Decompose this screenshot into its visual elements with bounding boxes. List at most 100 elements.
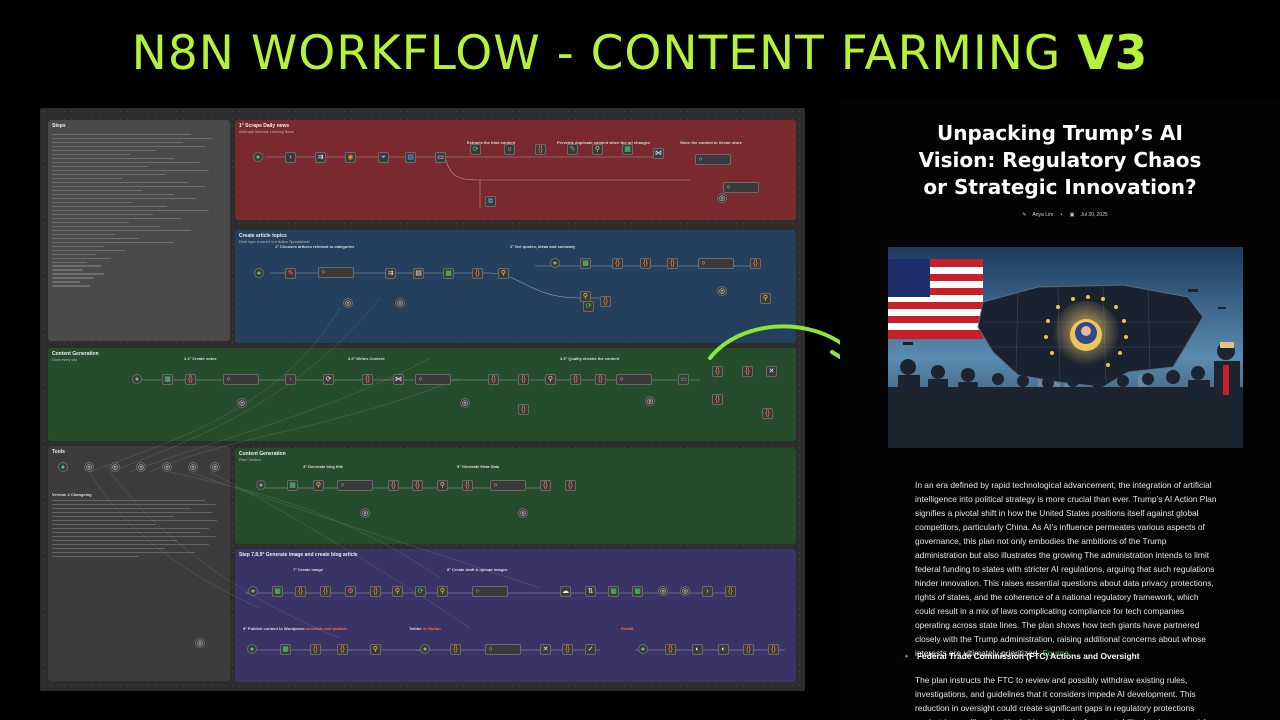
loop-node[interactable]: ⧉ (485, 196, 496, 207)
model-title-node[interactable]: ◎ (360, 508, 370, 518)
sticky-content-generation-2[interactable]: Content Generation Post Creation 4° Gene… (235, 448, 796, 544)
img-openai-node[interactable]: ⚙ (345, 586, 356, 597)
set5-node[interactable]: {} (600, 296, 611, 307)
sticky-article-topics[interactable]: Create article topics Each topic is save… (235, 230, 796, 343)
model-summary-node[interactable]: ◎ (717, 286, 727, 296)
content-set5-node[interactable]: {} (570, 374, 581, 385)
content-set-node[interactable]: {} (185, 374, 196, 385)
pub-if-node[interactable]: ⚲ (370, 644, 381, 655)
img-merge-node[interactable]: ⟳ (415, 586, 426, 597)
tool-4-node[interactable]: ◎ (136, 462, 146, 472)
wait-node[interactable]: ◎ (195, 638, 205, 648)
source-link[interactable]: Source (1042, 648, 1069, 658)
tw-x-node[interactable]: ✕ (540, 644, 551, 655)
pub-trigger-node[interactable]: ● (247, 644, 257, 654)
sticky-content-generation[interactable]: Content Generation Once every day 3.1° C… (48, 348, 796, 441)
post-set2-node[interactable]: {} (412, 480, 423, 491)
tw-http-node[interactable]: ⬡ (485, 644, 521, 655)
if-node[interactable]: ⚲ (592, 144, 603, 155)
content-set9-node[interactable]: {} (712, 394, 723, 405)
workflow-canvas[interactable]: Steps 1° Scrape Daily news Anthropic Mac… (40, 108, 805, 691)
split-topics-node[interactable]: ⇉ (385, 268, 396, 279)
notion-node[interactable]: ▦ (443, 268, 454, 279)
rd-node[interactable]: ◐ (692, 644, 703, 655)
content-if-node[interactable]: ⚲ (545, 374, 556, 385)
tw-check-node[interactable]: ✓ (585, 644, 596, 655)
limit-node[interactable]: ▭ (435, 152, 446, 163)
img-upload-node[interactable]: ☁ (560, 586, 571, 597)
rd-trigger-node[interactable]: ● (638, 644, 648, 654)
default-loader-node[interactable]: ⬡ (723, 182, 759, 193)
content-merge-node[interactable]: ⋈ (393, 374, 404, 385)
img-http-node[interactable]: ⇅ (585, 586, 596, 597)
trigger-node[interactable]: ● (253, 152, 263, 162)
content-set10-node[interactable]: {} (762, 408, 773, 419)
ai-agent-draft-node[interactable]: ⬡ (472, 586, 508, 597)
tw-set2-node[interactable]: {} (562, 644, 573, 655)
http-node[interactable]: ⟳ (470, 144, 481, 155)
edit-node[interactable]: ✎ (567, 144, 578, 155)
post-trigger-node[interactable]: ● (256, 480, 266, 490)
post-set5-node[interactable]: {} (565, 480, 576, 491)
trigger2-node[interactable]: ● (550, 258, 560, 268)
ai-agent-summary-node[interactable]: ⬡ (698, 258, 734, 269)
sticky-generate-images[interactable]: Step 7,8,9° Generate image and create bl… (235, 549, 796, 682)
model-notes-node[interactable]: ◎ (237, 398, 247, 408)
content-set8-node[interactable]: {} (742, 366, 753, 377)
post-if2-node[interactable]: ⚲ (437, 480, 448, 491)
embeddings-node[interactable]: ◎ (717, 193, 727, 203)
tool-1-node[interactable]: ● (58, 462, 68, 472)
img-sheet-node[interactable]: ▦ (272, 586, 283, 597)
img-set-node[interactable]: {} (295, 586, 306, 597)
post-if-node[interactable]: ⚲ (313, 480, 324, 491)
code2-node[interactable]: {} (640, 258, 651, 269)
img-trigger-node[interactable]: ● (248, 586, 258, 596)
sheet-node[interactable]: ▦ (622, 144, 633, 155)
post-sheet-node[interactable]: ▦ (287, 480, 298, 491)
img-set4-node[interactable]: {} (725, 586, 736, 597)
pub-set2-node[interactable]: {} (337, 644, 348, 655)
model-quality-node[interactable]: ◎ (645, 396, 655, 406)
set-node[interactable]: {} (535, 144, 546, 155)
tool-5-node[interactable]: ◎ (162, 462, 172, 472)
model-topics-node[interactable]: ◎ (343, 298, 353, 308)
tool-2-node[interactable]: ◎ (84, 462, 94, 472)
remove-dup-node[interactable]: ▤ (413, 268, 424, 279)
ai-agent-title-node[interactable]: ⬡ (337, 480, 373, 491)
ai-agent-quality-node[interactable]: ⬡ (616, 374, 652, 385)
if3-node[interactable]: ⚲ (760, 293, 771, 304)
if-topics-node[interactable]: ⚲ (498, 268, 509, 279)
vector-store-node[interactable]: ⬡ (695, 154, 731, 165)
model-meta-node[interactable]: ◎ (518, 508, 528, 518)
aggregate-node[interactable]: ▤ (405, 152, 416, 163)
content-set2-node[interactable]: {} (362, 374, 373, 385)
steps-sticky-note[interactable]: Steps (48, 120, 230, 341)
set-topics-node[interactable]: {} (472, 268, 483, 279)
pub-set-node[interactable]: {} (310, 644, 321, 655)
img-set3-node[interactable]: {} (370, 586, 381, 597)
img-if-node[interactable]: ⚲ (392, 586, 403, 597)
split-node[interactable]: ⇉ (315, 152, 326, 163)
content-sheet-node[interactable]: ▦ (162, 374, 173, 385)
content-trigger-node[interactable]: ● (132, 374, 142, 384)
img-if2-node[interactable]: ⚲ (437, 586, 448, 597)
code-node[interactable]: › (285, 152, 296, 163)
post-set3-node[interactable]: {} (462, 480, 473, 491)
content-stop-node[interactable]: ✕ (766, 366, 777, 377)
content-loop-node[interactable]: ⟳ (323, 374, 334, 385)
model-write-node[interactable]: ◎ (460, 398, 470, 408)
post-set-node[interactable]: {} (388, 480, 399, 491)
tw-set-node[interactable]: {} (450, 644, 461, 655)
rd-node2[interactable]: ◐ (718, 644, 729, 655)
ai-agent-write-node[interactable]: ⬡ (415, 374, 451, 385)
img-code-node[interactable]: › (702, 586, 713, 597)
code-topics-node[interactable]: ✎ (285, 268, 296, 279)
tw-trigger-node[interactable]: ● (420, 644, 430, 654)
loop2-node[interactable]: ⟳ (583, 301, 594, 312)
sheets2-node[interactable]: ▦ (580, 258, 591, 269)
img-wp-node[interactable]: ▦ (608, 586, 619, 597)
extract-node[interactable]: ○ (504, 144, 515, 155)
img-wp2-node[interactable]: ▦ (632, 586, 643, 597)
set3-node[interactable]: {} (667, 258, 678, 269)
content-set3-node[interactable]: {} (488, 374, 499, 385)
